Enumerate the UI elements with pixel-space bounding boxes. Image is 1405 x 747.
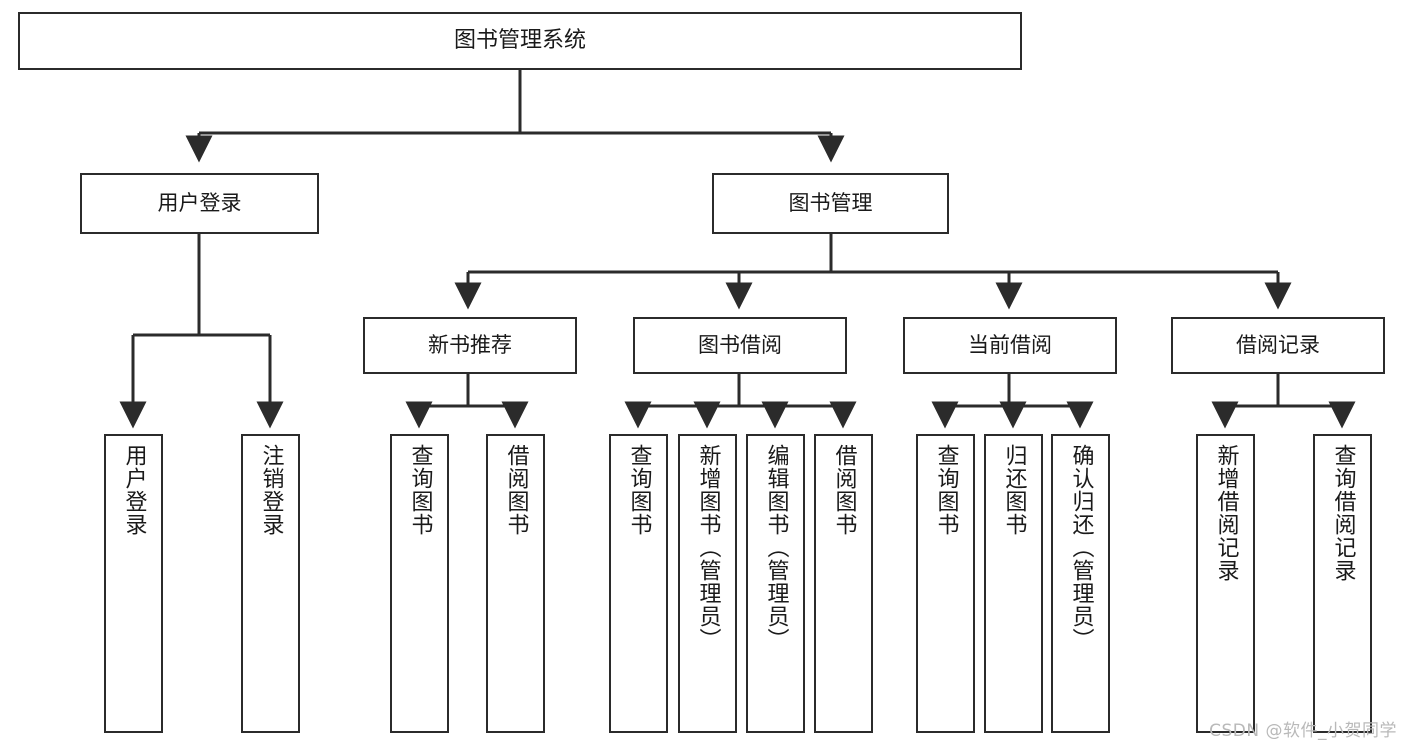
node-leaf-query-book-current[interactable]: 查询图书 xyxy=(916,434,975,733)
node-current-borrow[interactable]: 当前借阅 xyxy=(903,317,1117,374)
node-label: 查询借阅记录 xyxy=(1330,444,1356,582)
node-leaf-confirm-return-admin[interactable]: 确认归还（管理员） xyxy=(1051,434,1110,733)
node-leaf-query-book-recommend[interactable]: 查询图书 xyxy=(390,434,449,733)
node-borrow-record[interactable]: 借阅记录 xyxy=(1171,317,1385,374)
node-label: 确认归还（管理员） xyxy=(1068,444,1094,651)
node-root-book-management-system[interactable]: 图书管理系统 xyxy=(18,12,1022,70)
node-label: 借阅图书 xyxy=(503,444,529,536)
node-label: 编辑图书（管理员） xyxy=(763,444,789,651)
node-new-book-recommend[interactable]: 新书推荐 xyxy=(363,317,577,374)
node-label: 用户登录 xyxy=(157,191,242,216)
node-leaf-return-book[interactable]: 归还图书 xyxy=(984,434,1043,733)
node-leaf-borrow-book[interactable]: 借阅图书 xyxy=(814,434,873,733)
node-leaf-logout[interactable]: 注销登录 xyxy=(241,434,300,733)
node-book-borrow[interactable]: 图书借阅 xyxy=(633,317,847,374)
node-label: 查询图书 xyxy=(407,444,433,536)
node-leaf-user-login[interactable]: 用户登录 xyxy=(104,434,163,733)
node-label: 当前借阅 xyxy=(968,333,1052,358)
node-label: 图书管理系统 xyxy=(453,28,586,54)
node-label: 新增借阅记录 xyxy=(1213,444,1239,582)
node-label: 注销登录 xyxy=(258,444,284,536)
node-leaf-add-borrow-record[interactable]: 新增借阅记录 xyxy=(1196,434,1255,733)
node-leaf-query-borrow-record[interactable]: 查询借阅记录 xyxy=(1313,434,1372,733)
node-label: 图书借阅 xyxy=(698,333,782,358)
node-user-login[interactable]: 用户登录 xyxy=(80,173,319,234)
watermark: CSDN @软件_小贺同学 xyxy=(1209,721,1397,741)
node-label: 归还图书 xyxy=(1001,444,1027,536)
node-book-management[interactable]: 图书管理 xyxy=(712,173,949,234)
node-label: 查询图书 xyxy=(626,444,652,536)
node-label: 借阅图书 xyxy=(831,444,857,536)
node-label: 新增图书（管理员） xyxy=(695,444,721,651)
node-label: 新书推荐 xyxy=(428,333,512,358)
node-label: 查询图书 xyxy=(933,444,959,536)
node-leaf-query-book-borrow[interactable]: 查询图书 xyxy=(609,434,668,733)
node-label: 图书管理 xyxy=(788,191,873,216)
node-leaf-add-book-admin[interactable]: 新增图书（管理员） xyxy=(678,434,737,733)
node-leaf-edit-book-admin[interactable]: 编辑图书（管理员） xyxy=(746,434,805,733)
node-leaf-borrow-book-recommend[interactable]: 借阅图书 xyxy=(486,434,545,733)
node-label: 用户登录 xyxy=(121,444,147,536)
node-label: 借阅记录 xyxy=(1236,333,1320,358)
